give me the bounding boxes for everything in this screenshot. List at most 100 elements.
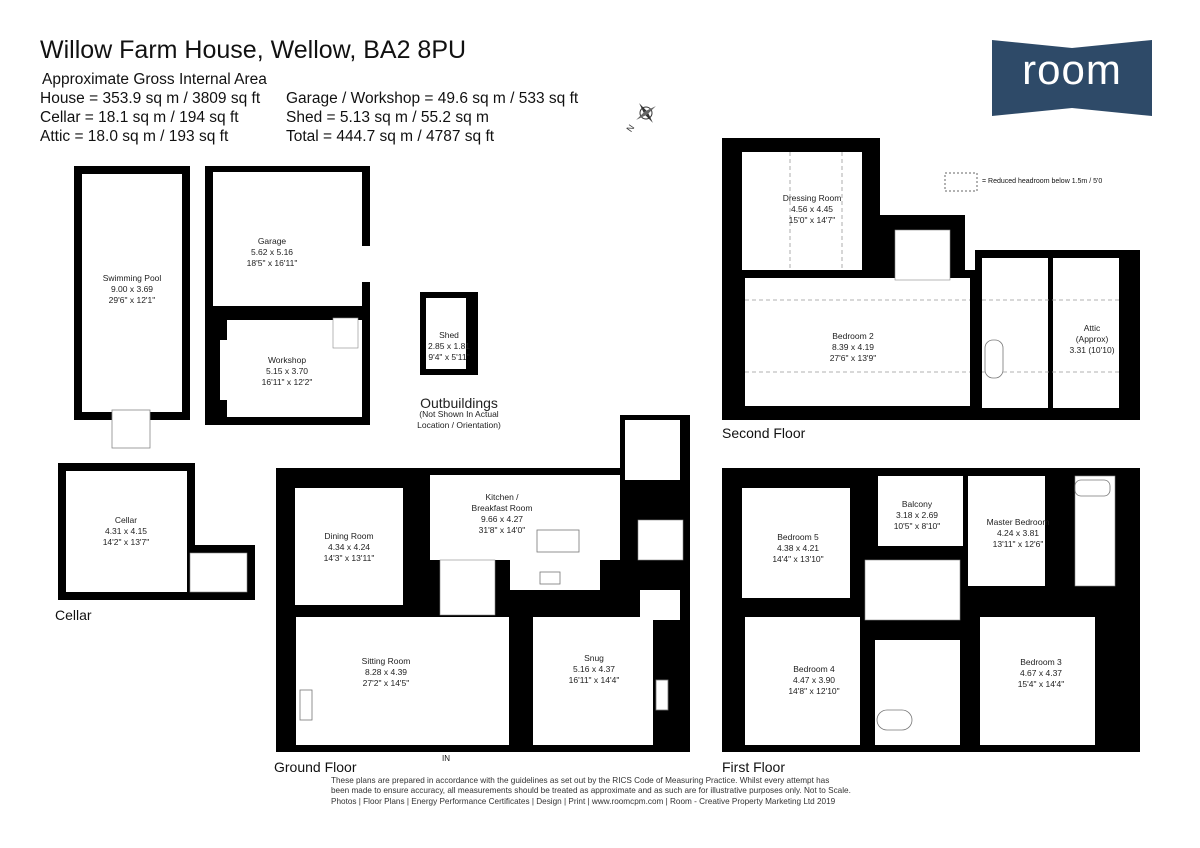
reduced-headroom-swatch-icon: [944, 172, 978, 192]
room-label-bedroom-4: Bedroom 4 4.47 x 3.90 14'8" x 12'10": [788, 664, 839, 697]
room-name: Garage: [257, 236, 287, 246]
room-name: Workshop: [267, 355, 307, 365]
room-label-sitting-room: Sitting Room 8.28 x 4.39 27'2" x 14'5": [362, 656, 411, 689]
room-label-workshop: Workshop 5.15 x 3.70 16'11" x 12'2": [262, 355, 313, 388]
room-dims-imperial: 27'6" x 13'9": [829, 353, 877, 363]
room-label-snug: Snug 5.16 x 4.37 16'11" x 14'4": [569, 653, 620, 686]
floor-label-ground: Ground Floor: [274, 759, 357, 775]
room-name: Bedroom 3: [1020, 657, 1062, 667]
room-name: Attic: [1083, 323, 1101, 333]
room-label-cellar: Cellar 4.31 x 4.15 14'2" x 13'7": [103, 515, 150, 548]
area-total: Total = 444.7 sq m / 4787 sq ft: [286, 128, 495, 145]
room-dims-metric: 5.16 x 4.37: [572, 664, 616, 674]
room-dims-imperial: 29'6" x 12'1": [108, 295, 156, 305]
room-dims-imperial: 13'11" x 12'6": [992, 539, 1044, 549]
room-name: (Approx): [1075, 334, 1109, 344]
area-shed: Shed = 5.13 sq m / 55.2 sq m: [286, 109, 489, 126]
compass-rose-icon: N: [624, 103, 656, 134]
room-name: Dressing Room: [782, 193, 842, 203]
room-name: Sitting Room: [361, 656, 411, 666]
area-list-left: House = 353.9 sq m / 3809 sq ft Cellar =…: [40, 89, 260, 146]
hob: [539, 571, 561, 585]
room-label-shed: Shed 2.85 x 1.81 9'4" x 5'11": [428, 330, 470, 363]
logo-text: room: [1022, 46, 1122, 93]
room-dims-metric: 8.28 x 4.39: [364, 667, 408, 677]
room-label-swimming-pool: Swimming Pool 9.00 x 3.69 29'6" x 12'1": [103, 273, 162, 306]
room-dims-imperial: 10'5" x 8'10": [893, 521, 941, 531]
outbuildings-caption: Outbuildings (Not Shown In Actual Locati…: [417, 395, 501, 431]
room-dims-imperial: 14'8" x 12'10": [788, 686, 840, 696]
page-title: Willow Farm House, Wellow, BA2 8PU: [40, 36, 467, 64]
room-dims-metric: 3.31 (10'10): [1069, 345, 1115, 355]
room-logo: room: [992, 40, 1152, 116]
room-dims-imperial: 15'4" x 14'4": [1017, 679, 1065, 689]
room-dims-imperial: 15'0" x 14'7": [788, 215, 836, 225]
compass-north-label: N: [624, 123, 636, 134]
room-label-bedroom-3: Bedroom 3 4.67 x 4.37 15'4" x 14'4": [1018, 657, 1065, 690]
room-label-master-bedroom: Master Bedroom 4.24 x 3.81 13'11" x 12'6…: [987, 517, 1050, 550]
room-label-bedroom-5: Bedroom 5 4.38 x 4.21 14'4" x 13'10": [772, 532, 823, 565]
disclaimer: These plans are prepared in accordance w…: [331, 776, 851, 807]
room-label-garage: Garage 5.62 x 5.16 18'5" x 16'11": [247, 236, 298, 269]
bath: [1074, 479, 1111, 497]
room-name: Dining Room: [324, 531, 374, 541]
disclaimer-line: Photos | Floor Plans | Energy Performanc…: [331, 796, 836, 806]
floor-label-cellar: Cellar: [55, 607, 92, 623]
kitchen-island: [536, 529, 580, 553]
room-name: Master Bedroom: [986, 517, 1050, 527]
room-dims-imperial: 9'4" x 5'11": [428, 352, 470, 362]
disclaimer-line: These plans are prepared in accordance w…: [331, 776, 830, 785]
room-dims-metric: 4.47 x 3.90: [792, 675, 836, 685]
room-dims-metric: 5.62 x 5.16: [250, 247, 294, 257]
reduced-headroom-lines: [745, 152, 1119, 373]
room-dims-metric: 4.38 x 4.21: [776, 543, 820, 553]
room-label-dining-room: Dining Room 4.34 x 4.24 14'3" x 13'11": [324, 531, 375, 564]
outbuildings-note: (Not Shown In Actual: [419, 409, 499, 419]
room-name: Cellar: [114, 515, 138, 525]
room-interiors: [66, 152, 1119, 745]
room-name: Bedroom 2: [832, 331, 874, 341]
room-name: Balcony: [901, 499, 933, 509]
room-dims-imperial: 31'8" x 14'0": [478, 525, 526, 535]
room-dims-imperial: 14'4" x 13'10": [772, 554, 824, 564]
room-dims-metric: 9.66 x 4.27: [480, 514, 524, 524]
room-dims-imperial: 14'2" x 13'7": [102, 537, 150, 547]
room-name: Bedroom 4: [793, 664, 835, 674]
area-house: House = 353.9 sq m / 3809 sq ft: [40, 90, 261, 107]
bath: [876, 709, 913, 731]
room-label-dressing-room: Dressing Room 4.56 x 4.45 15'0" x 14'7": [783, 193, 842, 226]
room-dims-metric: 4.67 x 4.37: [1019, 668, 1063, 678]
room-dims-metric: 3.18 x 2.69: [895, 510, 939, 520]
room-dims-imperial: 18'5" x 16'11": [246, 258, 298, 268]
floor-label-second: Second Floor: [722, 425, 806, 441]
disclaimer-line: been made to ensure accuracy, all measur…: [331, 786, 851, 796]
logo-banner-icon: [992, 40, 1152, 116]
room-dims-imperial: 27'2" x 14'5": [362, 678, 410, 688]
room-dims-metric: 4.31 x 4.15: [104, 526, 148, 536]
room-dims-metric: 4.56 x 4.45: [790, 204, 834, 214]
room-label-attic: Attic (Approx) 3.31 (10'10): [1069, 323, 1114, 356]
room-name: Snug: [584, 653, 604, 663]
room-name: Shed: [439, 330, 459, 340]
room-name: Breakfast Room: [471, 503, 533, 513]
outbuildings-label: Outbuildings: [420, 395, 498, 411]
room-label-bedroom-2: Bedroom 2 8.39 x 4.19 27'6" x 13'9": [830, 331, 877, 364]
room-name: Bedroom 5: [777, 532, 819, 542]
room-name: Swimming Pool: [102, 273, 162, 283]
area-list-right: Garage / Workshop = 49.6 sq m / 533 sq f…: [286, 89, 578, 146]
room-dims-metric: 9.00 x 3.69: [110, 284, 154, 294]
room-dims-imperial: 16'11" x 12'2": [261, 377, 313, 387]
area-cellar: Cellar = 18.1 sq m / 194 sq ft: [40, 109, 239, 126]
area-attic: Attic = 18.0 sq m / 193 sq ft: [40, 128, 229, 145]
bath: [984, 339, 1004, 379]
room-label-kitchen: Kitchen / Breakfast Room 9.66 x 4.27 31'…: [472, 492, 533, 536]
room-name: Kitchen /: [485, 492, 519, 502]
fixtures: [299, 339, 1111, 731]
room-dims-imperial: 16'11" x 14'4": [568, 675, 620, 685]
room-label-balcony: Balcony 3.18 x 2.69 10'5" x 8'10": [894, 499, 941, 532]
room-dims-metric: 8.39 x 4.19: [831, 342, 875, 352]
room-dims-metric: 2.85 x 1.81: [427, 341, 471, 351]
outbuildings-note: Location / Orientation): [417, 420, 501, 430]
area-heading: Approximate Gross Internal Area: [42, 71, 267, 88]
